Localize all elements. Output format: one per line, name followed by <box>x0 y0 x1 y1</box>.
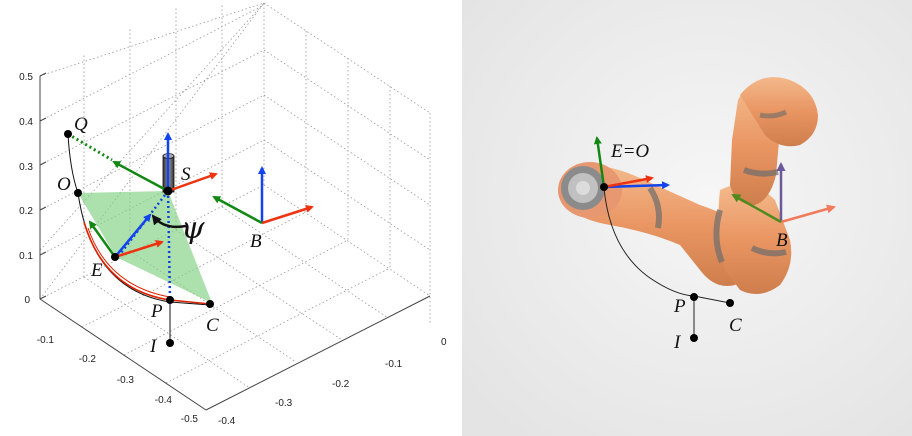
left-axis-tick: -0.2 <box>79 354 97 365</box>
left-axis-tick: -0.5 <box>181 414 199 425</box>
label-psi: ψ <box>181 211 205 246</box>
z-axis-ticks: 0.5 0.4 0.3 0.2 0.1 0 <box>19 72 33 306</box>
point-c <box>206 300 214 308</box>
frame-eo <box>593 136 670 190</box>
label-c: C <box>729 315 742 336</box>
label-b: B <box>250 231 262 252</box>
robot-arm <box>558 77 818 294</box>
left-axis-ticks: -0.1 -0.2 -0.3 -0.4 -0.5 <box>37 335 199 425</box>
right-axis-tick: -0.2 <box>332 379 350 390</box>
point-o <box>74 189 82 197</box>
z-tick: 0.3 <box>19 162 33 173</box>
z-axis-arrow <box>114 213 152 258</box>
point-e <box>111 253 119 261</box>
red-arc-inner <box>87 227 171 298</box>
x-axis-arrow <box>114 240 164 259</box>
trajectory-arc-render <box>603 187 731 304</box>
point-p <box>690 293 698 301</box>
tick-marks <box>39 72 47 300</box>
right-render: E=O B P C I <box>462 0 912 436</box>
x-axis-arrow <box>780 204 836 224</box>
axis-box <box>39 76 431 411</box>
z-tick: 0.1 <box>19 251 33 262</box>
y-axis-arrow <box>88 220 117 258</box>
frame-b <box>212 166 314 225</box>
point-i <box>690 334 698 342</box>
y-axis-arrow <box>593 136 606 188</box>
label-s: S <box>181 164 191 185</box>
point-eo <box>600 183 608 191</box>
points <box>64 130 214 347</box>
frame-b-render <box>731 162 836 224</box>
right-axis-tick: -0.1 <box>385 359 403 370</box>
y-axis-arrow <box>112 160 169 193</box>
label-p: P <box>673 296 686 317</box>
label-e: E <box>90 260 103 281</box>
point-c <box>726 299 734 307</box>
right-axis-tick: -0.3 <box>275 398 293 409</box>
frame-e <box>88 213 164 259</box>
z-tick: 0.5 <box>19 72 33 83</box>
points-render <box>600 183 734 342</box>
x-axis-arrow <box>167 172 218 193</box>
trajectory-arc <box>67 133 211 306</box>
right-axis-tick: -0.4 <box>218 416 236 427</box>
label-q: Q <box>74 114 88 135</box>
right-axis-tick: 0 <box>441 337 447 348</box>
frame-s <box>112 132 218 193</box>
grid-back-right-wall <box>263 2 431 323</box>
point-p <box>166 296 174 304</box>
x-axis-arrow <box>261 205 314 225</box>
point-s <box>163 186 173 196</box>
left-axis-tick: -0.4 <box>155 395 173 406</box>
z-tick: 0 <box>24 295 30 306</box>
label-c: C <box>206 315 219 336</box>
x-axis-arrow <box>603 175 654 189</box>
label-i: I <box>149 336 158 357</box>
y-axis-arrow <box>212 195 263 225</box>
point-i <box>166 339 174 347</box>
z-tick: 0.2 <box>19 206 33 217</box>
label-i: I <box>673 332 682 353</box>
label-b: B <box>776 230 788 251</box>
left-axis-tick: -0.1 <box>37 335 55 346</box>
left-axis-tick: -0.3 <box>117 375 135 386</box>
qs-dotted-line <box>67 132 113 162</box>
right-axis-ticks: 0 -0.1 -0.2 -0.3 -0.4 <box>218 337 447 427</box>
psi-angle-arrow <box>151 214 187 229</box>
sp-dotted-line <box>166 190 172 301</box>
z-axis-arrow <box>603 181 670 190</box>
label-e-equals-o: E=O <box>610 141 649 162</box>
left-plot: 0.5 0.4 0.3 0.2 0.1 0 -0.1 -0.2 -0.3 -0.… <box>19 2 447 427</box>
z-tick: 0.4 <box>19 117 33 128</box>
y-axis-arrow <box>731 193 782 224</box>
red-arc <box>83 221 211 305</box>
label-p: P <box>150 301 163 322</box>
label-o: O <box>57 174 71 195</box>
point-q <box>64 130 72 138</box>
